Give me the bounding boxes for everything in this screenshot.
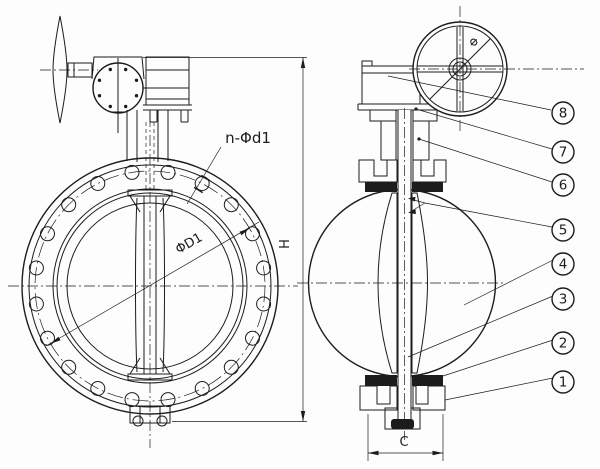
leader-8 [387,75,552,111]
handwheel-side-profile [52,15,68,124]
dim-bolt-holes: n-Φd1 [186,129,271,205]
callout-8-label: 8 [559,106,568,122]
front-bolt-holes [28,164,272,408]
callout-5: 5 [551,218,575,242]
label-bolt-circle: ΦD1 [173,230,205,257]
callout-6: 6 [551,173,575,197]
callout-7: 7 [551,140,575,164]
handwheel-shaft [67,62,93,78]
leader-3 [407,295,554,358]
callout-6-label: 6 [559,178,568,194]
callout-8: 8 [551,101,575,125]
gearbox-bolts [97,67,139,109]
callout-4-label: 4 [559,257,568,273]
label-bolt-holes: n-Φd1 [225,129,271,147]
section-top-flange [358,159,447,192]
callout-1-label: 1 [559,375,568,391]
section-disc [377,192,429,374]
callout-2-label: 2 [559,336,568,352]
leader-6 [418,138,553,183]
callout-2: 2 [551,331,575,355]
label-height: H [278,239,293,249]
front-flange [21,157,279,415]
label-face-width: C [399,435,408,450]
dim-height: H [143,57,307,422]
seat-ring-bottom [365,375,397,386]
callout-7-label: 7 [559,145,568,161]
section-view: Φ [297,6,584,461]
seat-ring-top [365,182,397,192]
section-stem [397,108,412,440]
leader-2 [439,339,554,378]
dim-face-width: C [367,414,444,461]
leader-4 [463,259,554,306]
callout-3-label: 3 [559,292,568,308]
front-view: ΦD1 n-Φd1 H [8,15,307,448]
leader-5 [424,202,553,228]
leader-7 [415,108,553,150]
front-neck [126,110,169,190]
front-bottom-boss [129,405,171,427]
leader-1 [444,377,554,401]
dim-bolt-circle: ΦD1 [45,221,260,347]
callout-3: 3 [551,287,575,311]
callouts: 8 7 6 5 4 3 2 1 [387,75,575,401]
front-gearbox [40,15,192,133]
gearbox-housing [145,56,190,106]
section-handwheel: Φ [409,6,584,134]
callout-5-label: 5 [559,223,568,239]
callout-4: 4 [551,252,575,276]
gearbox-yoke [91,56,145,80]
callout-1: 1 [551,370,575,394]
front-disc [127,189,173,381]
stem-end-cap [391,419,414,429]
